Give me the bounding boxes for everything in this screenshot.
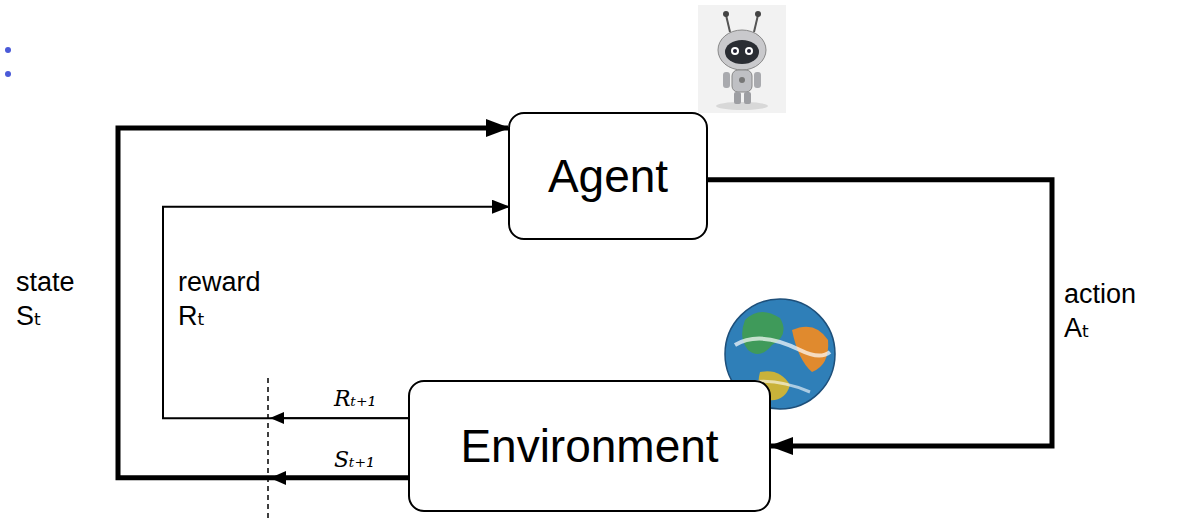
box-label: Environment — [450, 419, 728, 473]
edge-label: state Sₜ — [16, 266, 96, 334]
process-box: Environment — [408, 380, 771, 512]
signal-label: Rₜ₊₁ — [334, 386, 376, 411]
signal-label: Sₜ₊₁ — [334, 447, 375, 472]
box-label: Agent — [538, 149, 678, 203]
bullet-dot — [5, 47, 11, 53]
robot-illustration — [698, 5, 786, 113]
timestep-arrows — [270, 412, 408, 485]
bullet-dot — [5, 71, 11, 77]
process-box: Agent — [508, 112, 708, 240]
edge-label: reward Rₜ — [178, 266, 278, 334]
time-divider — [267, 378, 269, 518]
edge-label: action Aₜ — [1064, 278, 1144, 346]
